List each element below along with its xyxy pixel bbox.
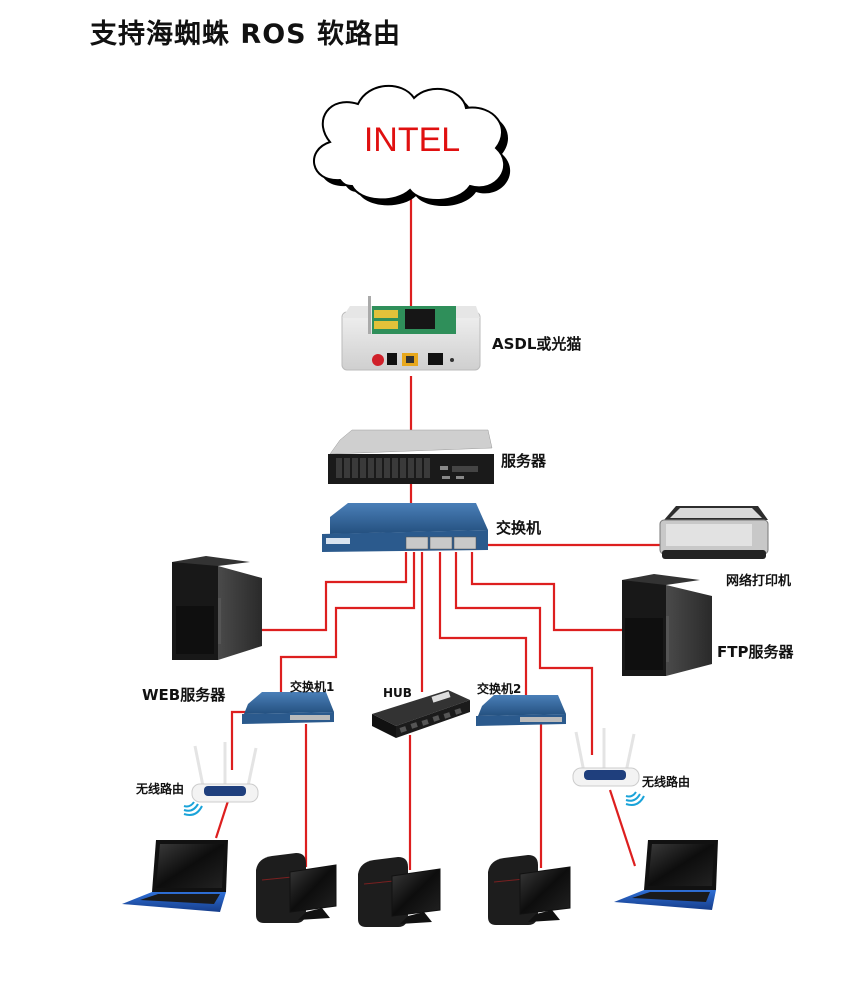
wifi-router-left bbox=[183, 742, 259, 816]
rack-server bbox=[328, 429, 494, 484]
hub-label: HUB bbox=[383, 686, 412, 700]
link-wifi-left-laptop-left bbox=[214, 800, 230, 839]
link-wifi-right-laptop-right bbox=[608, 789, 637, 867]
link-core-switch-ftp-server bbox=[470, 552, 625, 632]
web-server-icon bbox=[172, 556, 262, 660]
diagram-title: 支持海蜘蛛 ROS 软路由 bbox=[90, 19, 401, 50]
desktop-3 bbox=[488, 855, 571, 925]
switch2 bbox=[476, 695, 566, 726]
desktop-1-icon bbox=[256, 853, 337, 923]
modem-label: ASDL或光猫 bbox=[492, 335, 582, 353]
internet-label: INTEL bbox=[364, 121, 460, 159]
modem bbox=[341, 296, 481, 371]
wifi-router-left-label: 无线路由 bbox=[136, 782, 185, 796]
laptop-left-icon bbox=[122, 840, 228, 912]
core-switch bbox=[322, 503, 488, 552]
link-core-switch-switch1 bbox=[279, 552, 416, 692]
printer-icon bbox=[659, 506, 769, 559]
printer-label: 网络打印机 bbox=[726, 574, 792, 589]
wifi-signal-left-icon bbox=[183, 801, 203, 816]
hub-icon bbox=[372, 690, 470, 738]
web-server-label: WEB服务器 bbox=[142, 686, 226, 704]
internet-cloud: INTEL bbox=[313, 84, 511, 207]
laptop-right-icon bbox=[614, 840, 718, 910]
link-switch1-wifi-left bbox=[230, 710, 248, 770]
switch1-label: 交换机1 bbox=[290, 680, 335, 694]
wifi-router-right-label: 无线路由 bbox=[642, 775, 691, 789]
switch2-label: 交换机2 bbox=[477, 682, 522, 696]
link-core-switch-web-server bbox=[262, 552, 408, 632]
desktop-2 bbox=[358, 857, 441, 927]
links bbox=[214, 195, 660, 870]
cloud-icon bbox=[313, 84, 511, 207]
wifi-router-right-icon bbox=[572, 728, 640, 787]
laptop-right bbox=[614, 840, 718, 910]
switch1 bbox=[242, 692, 334, 724]
web-server bbox=[172, 556, 262, 660]
server-label: 服务器 bbox=[501, 452, 547, 470]
ftp-server bbox=[622, 574, 712, 676]
ftp-server-icon bbox=[622, 574, 712, 676]
switch2-icon bbox=[476, 695, 566, 726]
desktop-1 bbox=[256, 853, 337, 923]
core-switch-label: 交换机 bbox=[496, 519, 542, 537]
modem-icon bbox=[341, 296, 481, 371]
hub bbox=[372, 690, 470, 738]
desktop-3-icon bbox=[488, 855, 571, 925]
laptop-left bbox=[122, 840, 228, 912]
wifi-signal-right-icon bbox=[625, 791, 645, 806]
link-core-switch-wifi-right bbox=[454, 552, 594, 755]
switch1-icon bbox=[242, 692, 334, 724]
wifi-router-left-icon bbox=[191, 742, 259, 803]
rack-server-icon bbox=[328, 429, 494, 484]
wifi-router-right bbox=[572, 728, 645, 806]
core-switch-icon bbox=[322, 503, 488, 552]
link-core-switch-switch2 bbox=[438, 552, 528, 695]
printer bbox=[659, 506, 769, 559]
ftp-server-label: FTP服务器 bbox=[717, 643, 794, 661]
desktop-2-icon bbox=[358, 857, 441, 927]
